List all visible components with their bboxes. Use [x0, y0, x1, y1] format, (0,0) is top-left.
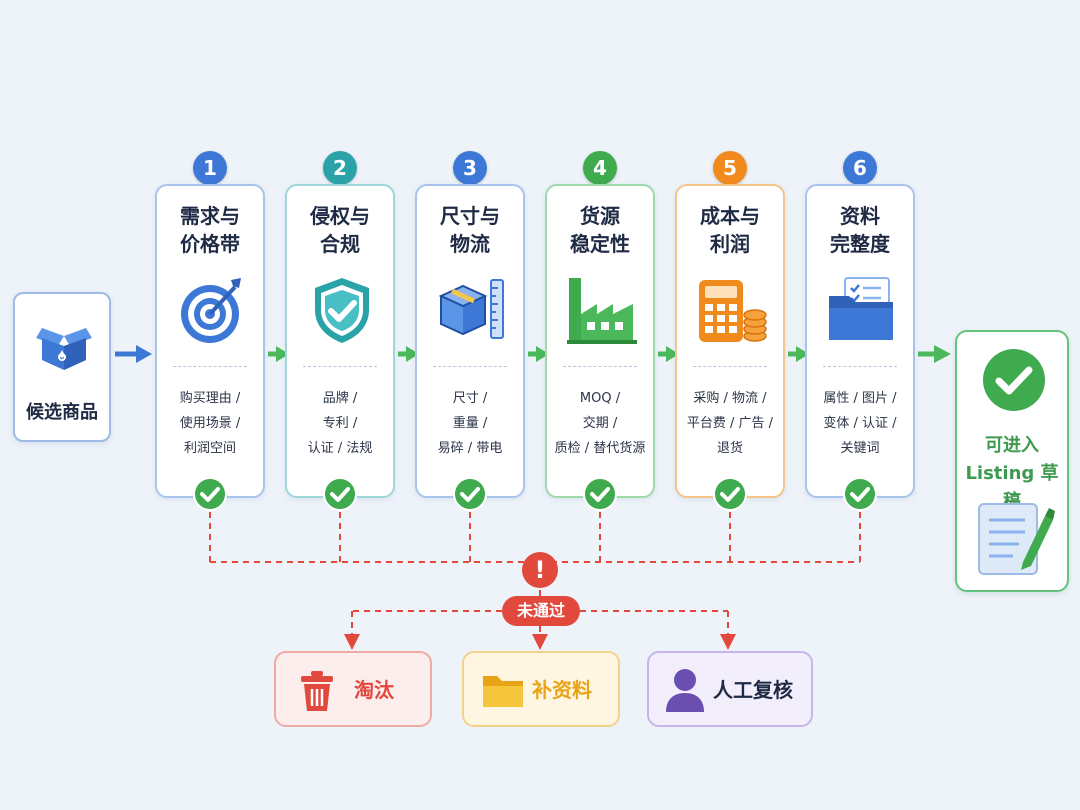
- step-title: 侵权与合规: [310, 204, 370, 256]
- step-card-data-completeness: 资料完整度 属性 / 图片 /变体 / 认证 /关键词: [805, 184, 915, 498]
- flow-arrow: [268, 346, 289, 362]
- pass-check-icon: [193, 477, 227, 511]
- flow-arrow: [528, 346, 549, 362]
- document-pen-icon: [978, 503, 1055, 575]
- factory-icon: [567, 278, 637, 344]
- step-title: 货源稳定性: [570, 204, 630, 256]
- step-criteria: 购买理由 /使用场景 /利润空间: [179, 391, 241, 456]
- divider: [433, 366, 507, 367]
- step-2-number-badge: 2: [323, 151, 357, 185]
- person-icon: [666, 669, 704, 712]
- step-1-number-badge: 1: [193, 151, 227, 185]
- step-criteria: 品牌 /专利 /认证 / 法规: [307, 391, 373, 456]
- pass-check-icon: [323, 477, 357, 511]
- step-criteria: MOQ /交期 /质检 / 替代货源: [554, 391, 646, 456]
- target-icon: [181, 278, 241, 343]
- folder-docs-icon: [829, 277, 893, 340]
- step-6-number-badge: 6: [843, 151, 877, 185]
- step-4-number-badge: 4: [583, 151, 617, 185]
- step-criteria: 采购 / 物流 /平台费 / 广告 /退货: [686, 391, 774, 456]
- outcome-label: 补资料: [532, 678, 592, 702]
- pass-check-icon: [843, 477, 877, 511]
- box-icon: [36, 328, 92, 370]
- divider: [563, 366, 637, 367]
- outcome-manual-review: 人工复核: [647, 651, 813, 727]
- folder-icon: [483, 676, 523, 707]
- shield-check-icon: [315, 278, 369, 343]
- flow-arrow: [658, 346, 679, 362]
- flow-arrow: [788, 346, 809, 362]
- box-ruler-icon: [438, 279, 504, 339]
- step-card-supply-stability: 货源稳定性 MOQ /交期 /质检 / 替代货源: [545, 184, 655, 498]
- outcome-label: 淘汰: [354, 678, 394, 702]
- flow-arrow: [918, 345, 951, 363]
- step-title: 需求与价格带: [180, 204, 240, 256]
- calculator-coins-icon: [699, 280, 767, 342]
- outcome-eliminate: 淘汰: [274, 651, 432, 727]
- flow-arrow: [398, 346, 419, 362]
- step-card-size-logistics: 尺寸与物流 尺寸 /重量 /易碎 / 带电: [415, 184, 525, 498]
- source-label: 候选商品: [26, 402, 98, 423]
- warning-icon: !: [522, 552, 558, 588]
- pass-check-icon: [583, 477, 617, 511]
- step-card-ip-compliance: 侵权与合规 品牌 /专利 /认证 / 法规: [285, 184, 395, 498]
- source-node: 候选商品: [13, 292, 111, 442]
- flow-arrow: [115, 345, 152, 363]
- step-3-number-badge: 3: [453, 151, 487, 185]
- step-title: 尺寸与物流: [440, 204, 500, 256]
- step-title: 成本与利润: [700, 204, 760, 256]
- pass-check-icon: [713, 477, 747, 511]
- pass-check-icon: [453, 477, 487, 511]
- divider: [823, 366, 897, 367]
- step-criteria: 属性 / 图片 /变体 / 认证 /关键词: [823, 391, 897, 456]
- trash-icon: [301, 671, 333, 711]
- step-title: 资料完整度: [830, 204, 890, 256]
- outcome-supplement: 补资料: [462, 651, 620, 727]
- divider: [693, 366, 767, 367]
- step-card-demand-price: 需求与价格带 购买理由 /使用场景 /利润空间: [155, 184, 265, 498]
- divider: [303, 366, 377, 367]
- fail-label: 未通过: [502, 596, 580, 626]
- divider: [173, 366, 247, 367]
- outcome-label: 人工复核: [713, 678, 793, 702]
- pass-check-icon: [983, 349, 1045, 411]
- step-criteria: 尺寸 /重量 /易碎 / 带电: [437, 391, 503, 456]
- step-card-cost-profit: 成本与利润 采购 / 物流 /平台费 / 广告 /退货: [675, 184, 785, 498]
- step-5-number-badge: 5: [713, 151, 747, 185]
